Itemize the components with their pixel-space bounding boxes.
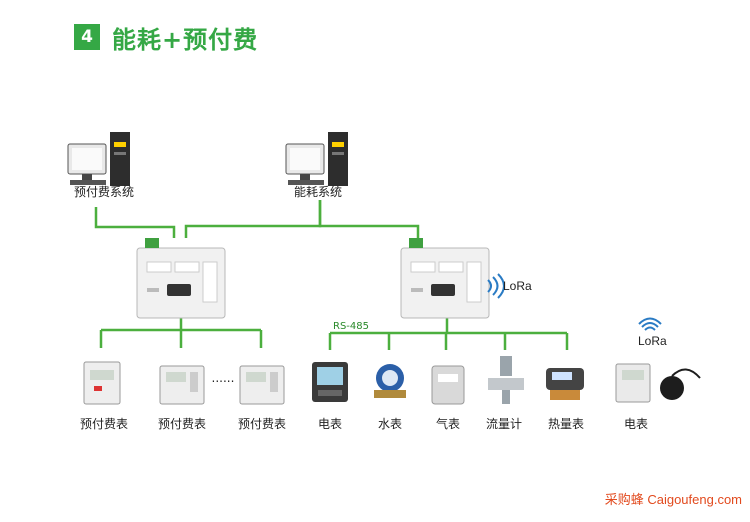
prepaid-meter-2-icon xyxy=(159,365,205,405)
gateway-lora-label: LoRa xyxy=(503,279,532,293)
gateway1-bus xyxy=(99,318,263,348)
meter-lora-label: LoRa xyxy=(638,334,667,348)
prepaid-system-link xyxy=(94,207,176,238)
energy-to-gateway2-link xyxy=(318,200,420,238)
gas-meter-label: 气表 xyxy=(436,416,460,431)
heat-meter-icon xyxy=(546,368,584,400)
water-meter-icon xyxy=(374,364,406,398)
lora-signal-icon xyxy=(487,273,505,299)
water-meter-label: 水表 xyxy=(378,417,402,431)
rs485-label: RS-485 xyxy=(333,321,369,332)
energy-system-label: 能耗系统 xyxy=(294,185,342,199)
prepaid-meter-3-label: 预付费表 xyxy=(238,417,286,431)
lora-electric-meter-icon xyxy=(615,363,701,403)
prepaid-meter-2-label: 预付费表 xyxy=(158,417,206,431)
section-title: 能耗+预付费 xyxy=(112,26,259,54)
electric-meter-label: 电表 xyxy=(318,417,342,431)
heat-meter-label: 热量表 xyxy=(548,417,584,431)
gateway2-rs485-bus xyxy=(328,318,569,350)
lora-electric-meter-label: 电表 xyxy=(624,417,648,431)
gateway-1 xyxy=(136,238,226,319)
electric-meter-icon xyxy=(312,362,348,402)
prepaid-meter-1-label: 预付费表 xyxy=(80,417,128,431)
gateway-2 xyxy=(400,238,490,319)
lora-meter-signal-icon xyxy=(638,317,662,331)
prepaid-meter-3-icon xyxy=(239,365,285,405)
ellipsis-label: ...... xyxy=(212,371,235,385)
energy-system-computer xyxy=(285,132,348,186)
watermark: 采购蜂 Caigoufeng.com xyxy=(604,492,742,507)
flow-meter-icon xyxy=(488,356,524,404)
energy-to-gateway1-link xyxy=(184,200,322,238)
prepaid-system-label: 预付费系统 xyxy=(74,185,134,199)
flow-meter-label: 流量计 xyxy=(486,417,522,431)
prepaid-system-computer xyxy=(67,132,130,186)
connection-lines xyxy=(94,200,569,350)
prepaid-meter-1-icon xyxy=(83,361,121,405)
section-number-badge: 4 xyxy=(74,24,100,50)
gas-meter-icon xyxy=(431,365,465,405)
